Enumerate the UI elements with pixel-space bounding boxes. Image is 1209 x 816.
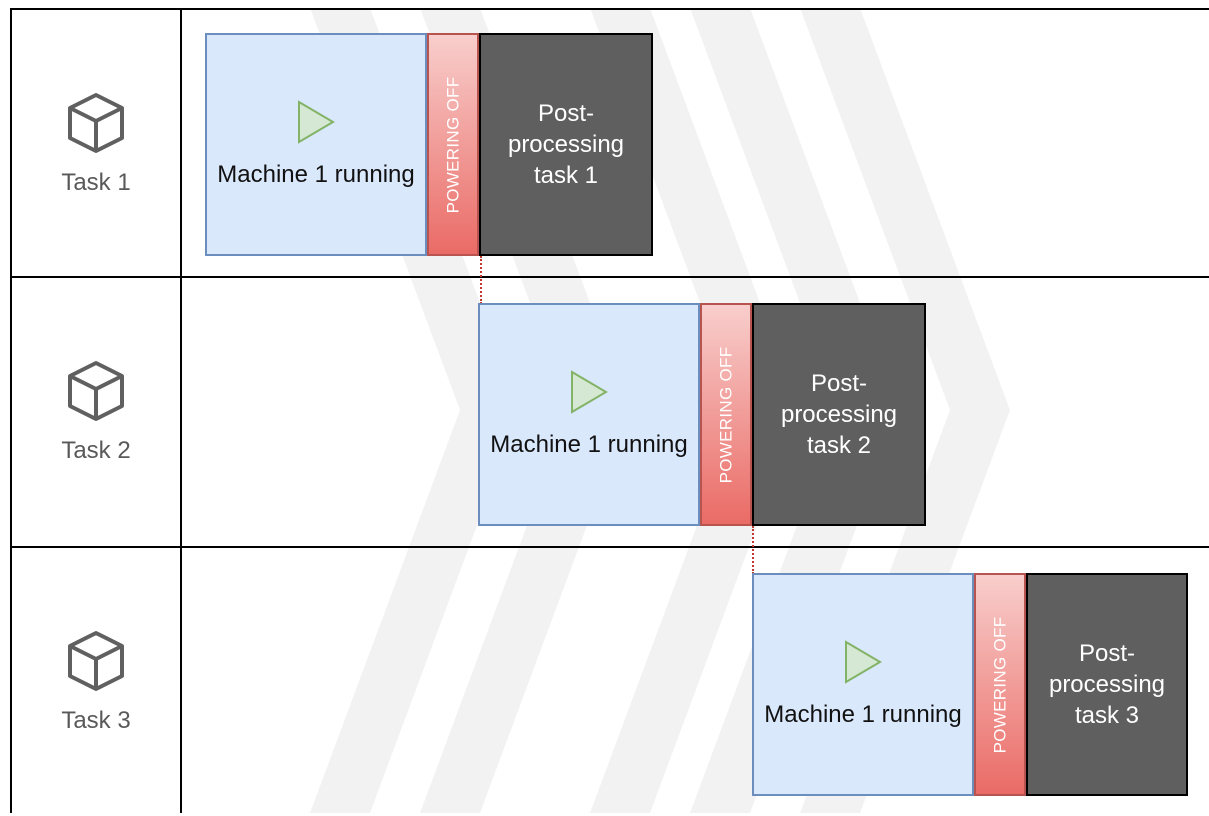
play-icon: [845, 640, 882, 684]
machine-running-block: Machine 1 running: [752, 573, 974, 796]
powering-off-label: POWERING OFF: [443, 76, 463, 213]
cube-icon: [68, 631, 124, 691]
task-label: Task 1: [61, 169, 131, 196]
play-icon: [298, 100, 335, 144]
lane-task-2: Machine 1 running POWERING OFF Post-proc…: [478, 303, 926, 526]
cube-icon: [68, 93, 124, 153]
task-label: Task 3: [61, 707, 131, 734]
machine-running-label: Machine 1 running: [217, 161, 415, 188]
sequence-connector: [480, 256, 482, 304]
powering-off-block: POWERING OFF: [427, 33, 479, 256]
machine-running-label: Machine 1 running: [764, 701, 962, 728]
post-processing-block: Post-processing task 2: [752, 303, 926, 526]
play-icon: [571, 370, 608, 414]
powering-off-block: POWERING OFF: [974, 573, 1026, 796]
lane-label-task-1: Task 1: [12, 10, 180, 278]
lane-divider: [10, 276, 1209, 278]
machine-running-block: Machine 1 running: [478, 303, 700, 526]
lane-label-task-2: Task 2: [12, 278, 180, 546]
lane-task-1: Machine 1 running POWERING OFF Post-proc…: [205, 33, 653, 256]
lane-task-3: Machine 1 running POWERING OFF Post-proc…: [752, 573, 1188, 796]
post-processing-label: Post-processing task 2: [780, 370, 898, 459]
top-border: [10, 8, 1209, 10]
post-processing-block: Post-processing task 3: [1026, 573, 1188, 796]
cube-icon: [68, 361, 124, 421]
sequence-connector: [752, 526, 754, 574]
left-border: [10, 8, 12, 813]
post-processing-block: Post-processing task 1: [479, 33, 653, 256]
machine-running-label: Machine 1 running: [490, 431, 688, 458]
lane-divider: [10, 546, 1209, 548]
label-column-divider: [180, 8, 182, 813]
post-processing-label: Post-processing task 3: [1048, 640, 1166, 729]
lane-label-task-3: Task 3: [12, 548, 180, 816]
task-label: Task 2: [61, 437, 131, 464]
powering-off-label: POWERING OFF: [716, 346, 736, 483]
powering-off-block: POWERING OFF: [700, 303, 752, 526]
post-processing-label: Post-processing task 1: [507, 100, 625, 189]
powering-off-label: POWERING OFF: [990, 616, 1010, 753]
machine-running-block: Machine 1 running: [205, 33, 427, 256]
